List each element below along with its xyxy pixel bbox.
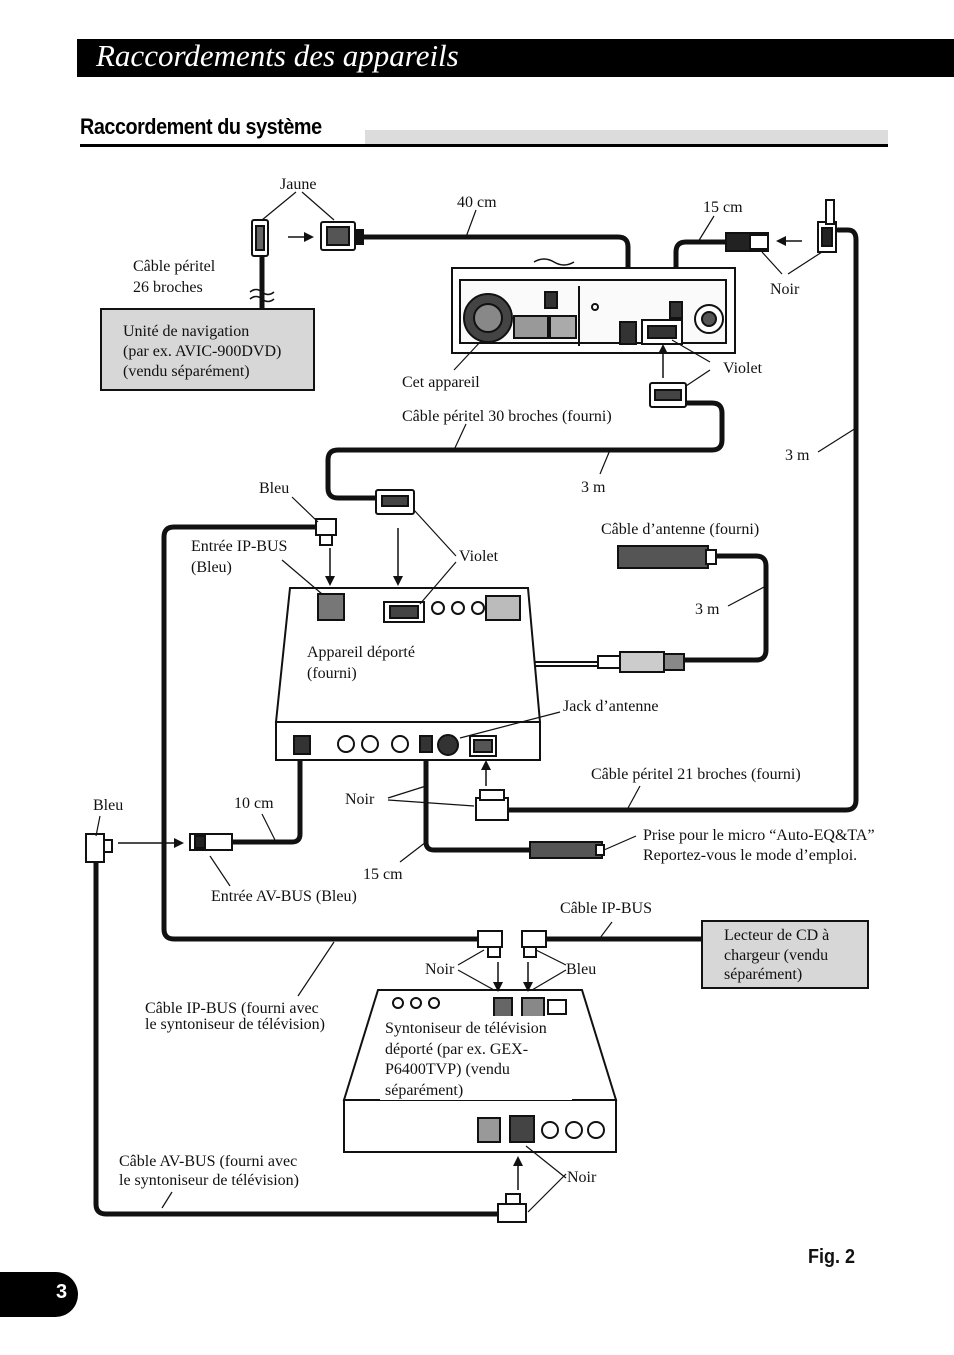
label-3m-right: 3 m xyxy=(785,447,810,464)
remote-unit-line-2: (fourni) xyxy=(307,665,357,682)
label-bleu-tv: Bleu xyxy=(566,961,596,978)
tv-tuner-label-bg xyxy=(380,1016,572,1100)
label-15cm-top: 15 cm xyxy=(703,199,743,216)
label-bleu-left: Bleu xyxy=(259,480,289,497)
nav-unit-box xyxy=(100,308,315,391)
connector-mic xyxy=(529,841,605,859)
cable-40cm xyxy=(357,234,631,331)
label-bleu-far-left: Bleu xyxy=(93,797,123,814)
connector-avbus-entry xyxy=(189,833,233,851)
cd-box-line-1: Lecteur de CD à xyxy=(724,927,829,944)
nav-box-line-1: Unité de navigation xyxy=(123,323,249,340)
label-cet-appareil: Cet appareil xyxy=(402,374,480,391)
section-title-band xyxy=(365,130,888,144)
connector-noir-top-jack xyxy=(817,199,837,253)
label-noir-bottom: Noir xyxy=(567,1169,597,1186)
label-cable-peritel-21: Câble péritel 21 broches (fourni) xyxy=(591,766,801,783)
section-title: Raccordement du système xyxy=(80,114,322,139)
page-number-tab xyxy=(0,1272,78,1317)
cable-peritel-21-loop xyxy=(495,227,859,813)
cd-box-line-3: séparément) xyxy=(724,966,802,983)
connector-violet-top xyxy=(649,382,687,408)
connector-bleu-ipbus xyxy=(315,518,337,546)
cable-ipbus-main xyxy=(161,524,481,942)
label-3m-antenna: 3 m xyxy=(695,601,720,618)
arrows xyxy=(118,232,802,1190)
label-jaune: Jaune xyxy=(280,176,316,193)
cable-10cm xyxy=(229,737,303,845)
cable-break-marks xyxy=(249,288,275,303)
label-noir-tv: Noir xyxy=(425,961,455,978)
connector-bleu-avbus-left xyxy=(85,833,113,863)
tv-tuner-line-2: déporté (par ex. GEX- xyxy=(385,1041,528,1058)
label-cable-ipbus: Câble IP-BUS xyxy=(560,900,652,917)
label-entree-avbus: Entrée AV-BUS (Bleu) xyxy=(211,888,357,905)
connector-nav-26 xyxy=(251,219,269,257)
cd-box-line-2: chargeur (vendu xyxy=(724,947,828,964)
diagram-labels: Jaune Câble péritel 26 broches Unité de … xyxy=(93,176,875,1189)
nav-box-line-2: (par ex. AVIC-900DVD) xyxy=(123,343,281,360)
connector-jaune xyxy=(320,221,364,251)
leader-lines xyxy=(95,191,857,1213)
label-cable-peritel-26-l2: 26 broches xyxy=(133,279,203,296)
label-micro-l2: Reportez-vous le mode d’emploi. xyxy=(643,847,857,864)
cable-15cm-top xyxy=(673,239,731,321)
head-unit xyxy=(451,267,736,354)
label-cable-ipbus-tv-l1: Câble IP-BUS (fourni avec xyxy=(145,1000,319,1017)
label-cable-avbus-l1: Câble AV-BUS (fourni avec xyxy=(119,1153,297,1170)
label-cable-antenne: Câble d’antenne (fourni) xyxy=(601,521,759,538)
section-title-rule xyxy=(80,144,888,147)
head-unit-cable-squiggle xyxy=(533,258,575,266)
cable-peritel-30 xyxy=(325,400,725,501)
label-violet-mid: Violet xyxy=(459,548,499,565)
connector-antenna-plug xyxy=(597,651,685,673)
tv-tuner-line-1: Syntoniseur de télévision xyxy=(385,1020,547,1037)
header-bar xyxy=(77,39,954,77)
label-cable-avbus-l2: le syntoniseur de télévision) xyxy=(119,1172,299,1189)
label-violet-top: Violet xyxy=(723,360,763,377)
page-number: 3 xyxy=(56,1281,68,1303)
label-40cm: 40 cm xyxy=(457,194,497,211)
connector-bleu-ipbus-cd xyxy=(521,930,547,958)
connector-noir-top xyxy=(725,232,769,252)
cable-avbus xyxy=(93,855,501,1217)
connector-violet-mid xyxy=(375,489,415,515)
figure-label: Fig. 2 xyxy=(808,1246,856,1268)
label-entree-ipbus-l1: Entrée IP-BUS xyxy=(191,538,287,555)
connector-noir-21 xyxy=(475,789,509,821)
label-entree-ipbus-l2: (Bleu) xyxy=(191,559,232,576)
label-micro-l1: Prise pour le micro “Auto-EQ&TA” xyxy=(643,827,875,844)
remote-unit-line-1: Appareil déporté xyxy=(307,644,415,661)
label-jack-antenne: Jack d’antenne xyxy=(563,698,659,715)
connector-noir-ipbus-tv xyxy=(477,930,503,958)
tv-tuner-line-3: P6400TVP) (vendu xyxy=(385,1061,510,1078)
label-cable-ipbus-tv-l2: le syntoniseur de télévision) xyxy=(145,1016,325,1033)
label-noir-mid: Noir xyxy=(345,791,375,808)
tv-tuner-line-4: séparément) xyxy=(385,1082,463,1099)
label-10cm: 10 cm xyxy=(234,795,274,812)
label-cable-peritel-30: Câble péritel 30 broches (fourni) xyxy=(402,408,612,425)
remote-unit-label-bg xyxy=(298,636,436,688)
connector-antenna-cable xyxy=(617,545,717,569)
page-header-title: Raccordements des appareils xyxy=(96,38,459,73)
label-noir-top: Noir xyxy=(770,281,800,298)
label-3m-mid: 3 m xyxy=(581,479,606,496)
label-15cm-bottom: 15 cm xyxy=(363,866,403,883)
label-cable-peritel-26-l1: Câble péritel xyxy=(133,258,216,275)
nav-box-line-3: (vendu séparément) xyxy=(123,363,250,380)
cable-antenna xyxy=(681,553,769,663)
cd-changer-box xyxy=(701,920,869,989)
connector-noir-avbus-tv xyxy=(497,1193,527,1223)
